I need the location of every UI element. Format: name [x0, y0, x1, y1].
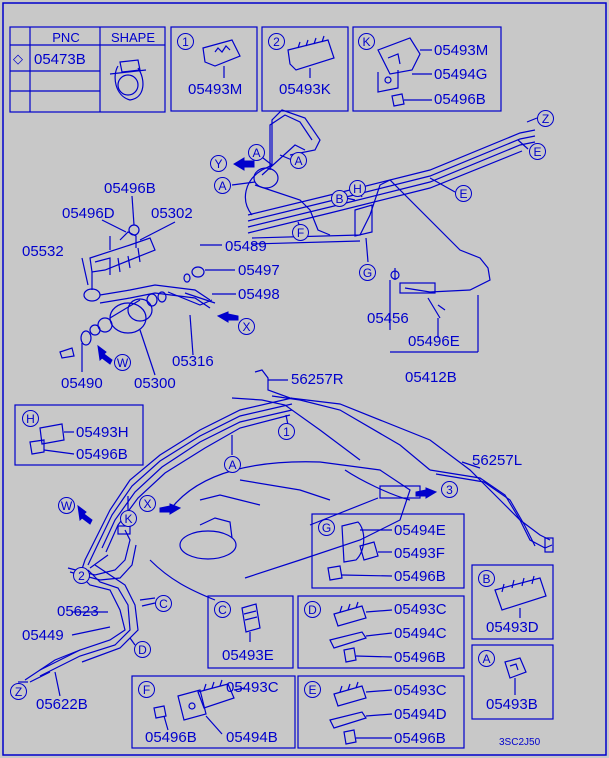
part-05316: 05316	[172, 353, 214, 370]
callout-E-top: E	[529, 143, 546, 160]
part-05456: 05456	[367, 310, 409, 327]
callout-Y: Y	[210, 155, 227, 172]
part-05490: 05490	[61, 375, 103, 392]
part-05498: 05498	[238, 286, 280, 303]
box-G-part-1: 05493F	[394, 545, 445, 562]
callout-Z-lower: Z	[10, 683, 27, 700]
part-05496E: 05496E	[408, 333, 460, 350]
callout-Z-top: Z	[537, 110, 554, 127]
box-E-part-0: 05493C	[394, 682, 447, 699]
part-56257R: 56257R	[291, 371, 344, 388]
box-C-part: 05493E	[222, 647, 274, 664]
box-E-tag: E	[304, 681, 321, 698]
table-row-symbol: ◇	[13, 51, 23, 66]
box-K-tag: K	[358, 33, 375, 50]
callout-A-lower: A	[224, 456, 241, 473]
footer-code: 3SC2J50	[499, 737, 541, 748]
table-header-pnc: PNC	[52, 30, 80, 45]
box-K-part-0: 05493M	[434, 42, 489, 59]
callout-B: B	[331, 190, 348, 207]
box-B-part: 05493D	[486, 619, 539, 636]
box-E-part-2: 05496B	[394, 730, 446, 747]
box-G-tag: G	[318, 519, 335, 536]
box-C-tag: C	[214, 601, 231, 618]
box-D-part-0: 05493C	[394, 601, 447, 618]
box-D-part-2: 05496B	[394, 649, 446, 666]
callout-X-lower: X	[139, 495, 156, 512]
part-05496D: 05496D	[62, 205, 115, 222]
part-56257L: 56257L	[472, 452, 523, 469]
part-05489: 05489	[225, 238, 267, 255]
box-F-part-0: 05493C	[226, 679, 279, 696]
callout-H: H	[349, 180, 366, 197]
box-H-tag: H	[22, 410, 39, 427]
callout-3: 3	[441, 481, 458, 498]
callout-W-upper: W	[114, 354, 131, 371]
box-K-part-2: 05496B	[434, 91, 486, 108]
part-05623: 05623	[57, 603, 99, 620]
part-05412B: 05412B	[405, 369, 457, 386]
part-05622B: 05622B	[36, 696, 88, 713]
box-E-part-1: 05494D	[394, 706, 447, 723]
callout-X-upper: X	[238, 318, 255, 335]
box-H-part-1: 05496B	[76, 446, 128, 463]
callout-W-lower: W	[58, 497, 75, 514]
part-05497: 05497	[238, 262, 280, 279]
box-1-tag: 1	[177, 33, 194, 50]
box-D-tag: D	[304, 601, 321, 618]
part-05449: 05449	[22, 627, 64, 644]
box-F-part-2: 05494B	[226, 729, 278, 746]
box-G-part-0: 05494E	[394, 522, 446, 539]
callout-A-top: A	[248, 144, 265, 161]
box-D-part-1: 05494C	[394, 625, 447, 642]
box-H-part-0: 05493H	[76, 424, 129, 441]
callout-A-left: A	[214, 177, 231, 194]
callout-1: 1	[278, 423, 295, 440]
callout-G: G	[359, 264, 376, 281]
part-05302: 05302	[151, 205, 193, 222]
callout-E-upper: E	[455, 185, 472, 202]
table-header-shape: SHAPE	[110, 30, 156, 45]
callout-C: C	[155, 595, 172, 612]
box-F-tag: F	[138, 681, 155, 698]
callout-2: 2	[73, 567, 90, 584]
callout-F: F	[292, 224, 309, 241]
box-K-part-1: 05494G	[434, 66, 488, 83]
box-A-tag: A	[478, 650, 495, 667]
box-2-part: 05493K	[279, 81, 331, 98]
box-G-part-2: 05496B	[394, 568, 446, 585]
callout-D: D	[134, 641, 151, 658]
box-F-part-1: 05496B	[145, 729, 197, 746]
box-B-tag: B	[478, 570, 495, 587]
callout-K: K	[120, 510, 137, 527]
part-05300: 05300	[134, 375, 176, 392]
part-05496B-top: 05496B	[104, 180, 156, 197]
box-A-part: 05493B	[486, 696, 538, 713]
part-05532: 05532	[22, 243, 64, 260]
box-1-part: 05493M	[188, 81, 243, 98]
callout-A-mid: A	[290, 152, 307, 169]
box-2-tag: 2	[268, 33, 285, 50]
table-row-pnc: 05473B	[34, 51, 86, 68]
